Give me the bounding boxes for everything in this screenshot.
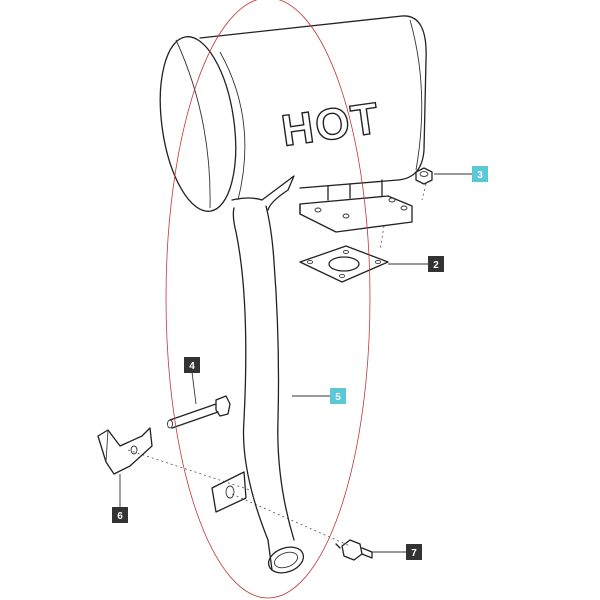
- callout-7: 7: [406, 544, 422, 560]
- muffler-flange: [299, 179, 413, 233]
- nut: [415, 167, 433, 185]
- bolt: [167, 395, 231, 429]
- gasket: [299, 245, 389, 283]
- svg-text:7: 7: [411, 548, 417, 559]
- muffler: HOT: [159, 15, 427, 212]
- flange-bolt: [335, 539, 373, 561]
- callout-2: 2: [428, 256, 444, 272]
- callout-3: 3: [472, 166, 488, 182]
- highlight-ring: [165, 0, 371, 599]
- bracket: [97, 427, 153, 475]
- callout-5: 5: [330, 388, 346, 404]
- exhaust-pipe: [211, 175, 305, 574]
- callout-6: 6: [112, 507, 128, 523]
- svg-text:4: 4: [189, 361, 195, 372]
- svg-text:5: 5: [335, 392, 341, 403]
- svg-text:6: 6: [117, 511, 123, 522]
- callout-4: 4: [184, 357, 200, 373]
- leader-lines: [119, 173, 474, 553]
- svg-text:2: 2: [433, 260, 439, 271]
- svg-text:3: 3: [477, 170, 483, 181]
- hot-label: HOT: [279, 94, 384, 156]
- assembly-lines: [127, 183, 427, 547]
